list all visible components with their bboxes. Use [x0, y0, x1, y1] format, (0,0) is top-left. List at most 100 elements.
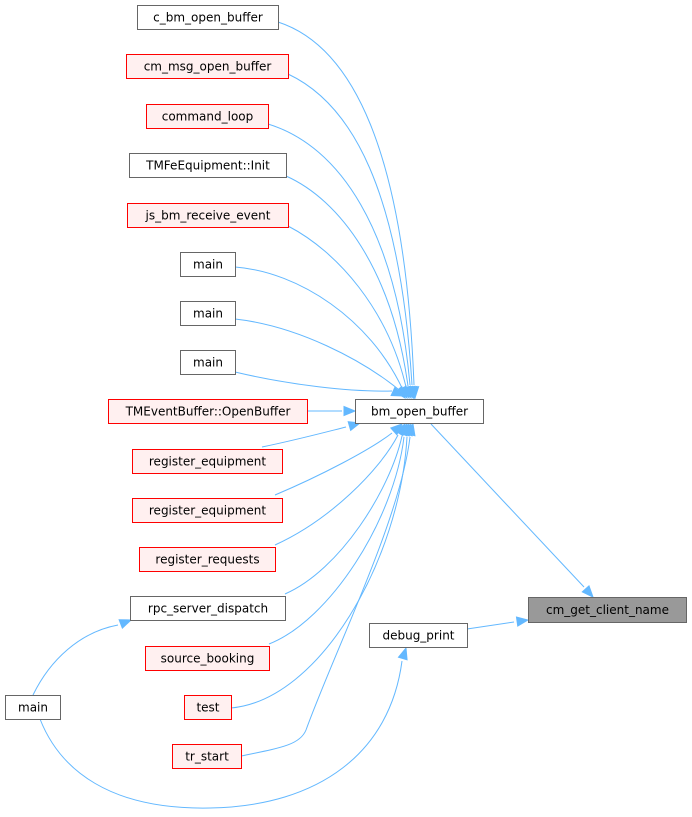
node-box[interactable]	[369, 623, 468, 648]
edge-register_equipment_2-to-bm_open_buffer	[274, 423, 403, 496]
node-main-3[interactable]: main	[180, 350, 236, 375]
node-label[interactable]: c_bm_open_buffer	[153, 11, 263, 25]
arrowhead-icon	[397, 646, 408, 661]
edge-line	[39, 660, 403, 809]
node-box[interactable]	[108, 399, 308, 424]
edges-layer	[32, 21, 594, 809]
edge-main_3-to-bm_open_buffer	[234, 371, 405, 397]
node-label[interactable]: register_requests	[155, 553, 259, 567]
node-box[interactable]	[130, 596, 286, 621]
node-label[interactable]: bm_open_buffer	[371, 405, 468, 419]
node-js-bm-receive-event[interactable]: js_bm_receive_event	[127, 203, 289, 228]
node-main-2[interactable]: main	[180, 301, 236, 326]
node-label[interactable]: source_booking	[161, 652, 255, 666]
node-label[interactable]: register_equipment	[149, 504, 267, 518]
node-command-loop[interactable]: command_loop	[146, 104, 269, 129]
node-cm-msg-open-buffer[interactable]: cm_msg_open_buffer	[126, 54, 289, 79]
edge-line	[240, 436, 411, 757]
edge-c_bm_open_buffer_a-to-bm_open_buffer	[277, 21, 420, 400]
node-label[interactable]: main	[193, 307, 223, 321]
node-bm-open-buffer[interactable]: bm_open_buffer	[355, 399, 484, 424]
nodes-layer: c_bm_open_buffer cm_msg_open_buffercomman…	[5, 5, 687, 769]
node-box[interactable]	[126, 54, 289, 79]
node-register-requests[interactable]: register_requests	[139, 547, 276, 572]
node-label[interactable]: main	[18, 701, 48, 715]
node-box[interactable]	[528, 597, 687, 623]
node-box[interactable]	[145, 646, 270, 671]
node-tmeventbuffer-openbuffer[interactable]: TMEventBuffer::OpenBuffer	[108, 399, 308, 424]
edge-line	[466, 621, 515, 630]
node-label[interactable]: js_bm_receive_event	[145, 209, 271, 223]
node-box[interactable]	[180, 252, 236, 277]
node-label[interactable]: command_loop	[162, 110, 254, 124]
node-label[interactable]: tr_start	[185, 750, 229, 764]
node-label[interactable]: rpc_server_dispatch	[148, 602, 268, 616]
edge-line	[274, 434, 399, 546]
edge-bm_open_buffer-to-cm_get_client_name	[430, 423, 594, 598]
arrowhead-icon	[343, 405, 357, 417]
edge-js_bm_receive_event-to-bm_open_buffer	[287, 225, 412, 400]
edge-line	[230, 436, 408, 709]
edge-line	[284, 435, 403, 595]
arrowhead-icon	[581, 584, 594, 598]
edge-tmeventbuffer_openbuffer-to-bm_open_buffer	[307, 405, 357, 417]
arrowhead-icon	[390, 386, 405, 397]
edge-register_equipment_1-to-bm_open_buffer	[261, 421, 362, 448]
node-debug-print[interactable]: debug_print	[369, 623, 468, 648]
node-box[interactable]	[146, 104, 269, 129]
node-box[interactable]	[139, 547, 276, 572]
node-cm-get-client-name[interactable]: cm_get_client_name	[528, 597, 687, 623]
node-box[interactable]	[180, 350, 236, 375]
arrowhead-icon	[515, 616, 530, 627]
node-source-booking[interactable]: source_booking	[145, 646, 270, 671]
node-main-left[interactable]: main	[5, 695, 61, 720]
node-box[interactable]	[5, 695, 61, 720]
node-box[interactable]	[132, 498, 283, 523]
edge-line	[287, 73, 413, 386]
node-label[interactable]: TMEventBuffer::OpenBuffer	[125, 405, 291, 419]
node-box[interactable]	[355, 399, 484, 424]
node-test[interactable]: test	[184, 695, 232, 720]
edge-line	[268, 436, 405, 645]
node-label[interactable]: TMFeEquipment::Init	[145, 159, 270, 173]
edge-line	[234, 318, 399, 390]
node-box[interactable]	[137, 5, 279, 30]
edge-line	[287, 225, 407, 388]
node-box[interactable]	[172, 744, 242, 769]
node-tmfe-init[interactable]: TMFeEquipment::Init	[129, 153, 287, 178]
node-label[interactable]: cm_get_client_name	[546, 603, 669, 617]
edge-cm_msg_open_buffer-to-bm_open_buffer	[287, 73, 418, 400]
node-box[interactable]	[129, 153, 287, 178]
edge-line	[32, 624, 119, 696]
node-register-equipment-2[interactable]: register_equipment	[132, 498, 283, 523]
edge-line	[285, 175, 409, 387]
node-label[interactable]: test	[196, 701, 219, 715]
node-c-bm-open-buffer-a[interactable]: c_bm_open_buffer	[137, 5, 279, 30]
arrowhead-icon	[405, 422, 416, 437]
edge-line	[277, 21, 415, 386]
node-box[interactable]	[132, 449, 283, 474]
node-box[interactable]	[127, 203, 289, 228]
node-main-1[interactable]: main	[180, 252, 236, 277]
node-tr-start[interactable]: tr_start	[172, 744, 242, 769]
node-register-equipment-1[interactable]: register_equipment	[132, 449, 283, 474]
edge-tr_start-to-bm_open_buffer	[240, 422, 416, 757]
node-box[interactable]	[184, 695, 232, 720]
edge-command_loop-to-bm_open_buffer	[267, 123, 416, 400]
edge-line	[267, 123, 411, 386]
edge-line	[430, 423, 585, 588]
edge-rpc_server_dispatch-to-bm_open_buffer	[284, 422, 408, 595]
edge-main_left-to-rpc_server_dispatch	[32, 619, 133, 696]
edge-main_2-to-bm_open_buffer	[234, 318, 406, 400]
node-label[interactable]: main	[193, 258, 223, 272]
arrowhead-icon	[118, 619, 133, 630]
edge-register_requests-to-bm_open_buffer	[274, 422, 406, 546]
node-rpc-server-dispatch[interactable]: rpc_server_dispatch	[130, 596, 286, 621]
node-label[interactable]: register_equipment	[149, 455, 267, 469]
edge-line	[261, 426, 347, 448]
node-label[interactable]: debug_print	[382, 629, 454, 643]
node-label[interactable]: main	[193, 356, 223, 370]
node-label[interactable]: cm_msg_open_buffer	[144, 60, 272, 74]
node-box[interactable]	[180, 301, 236, 326]
